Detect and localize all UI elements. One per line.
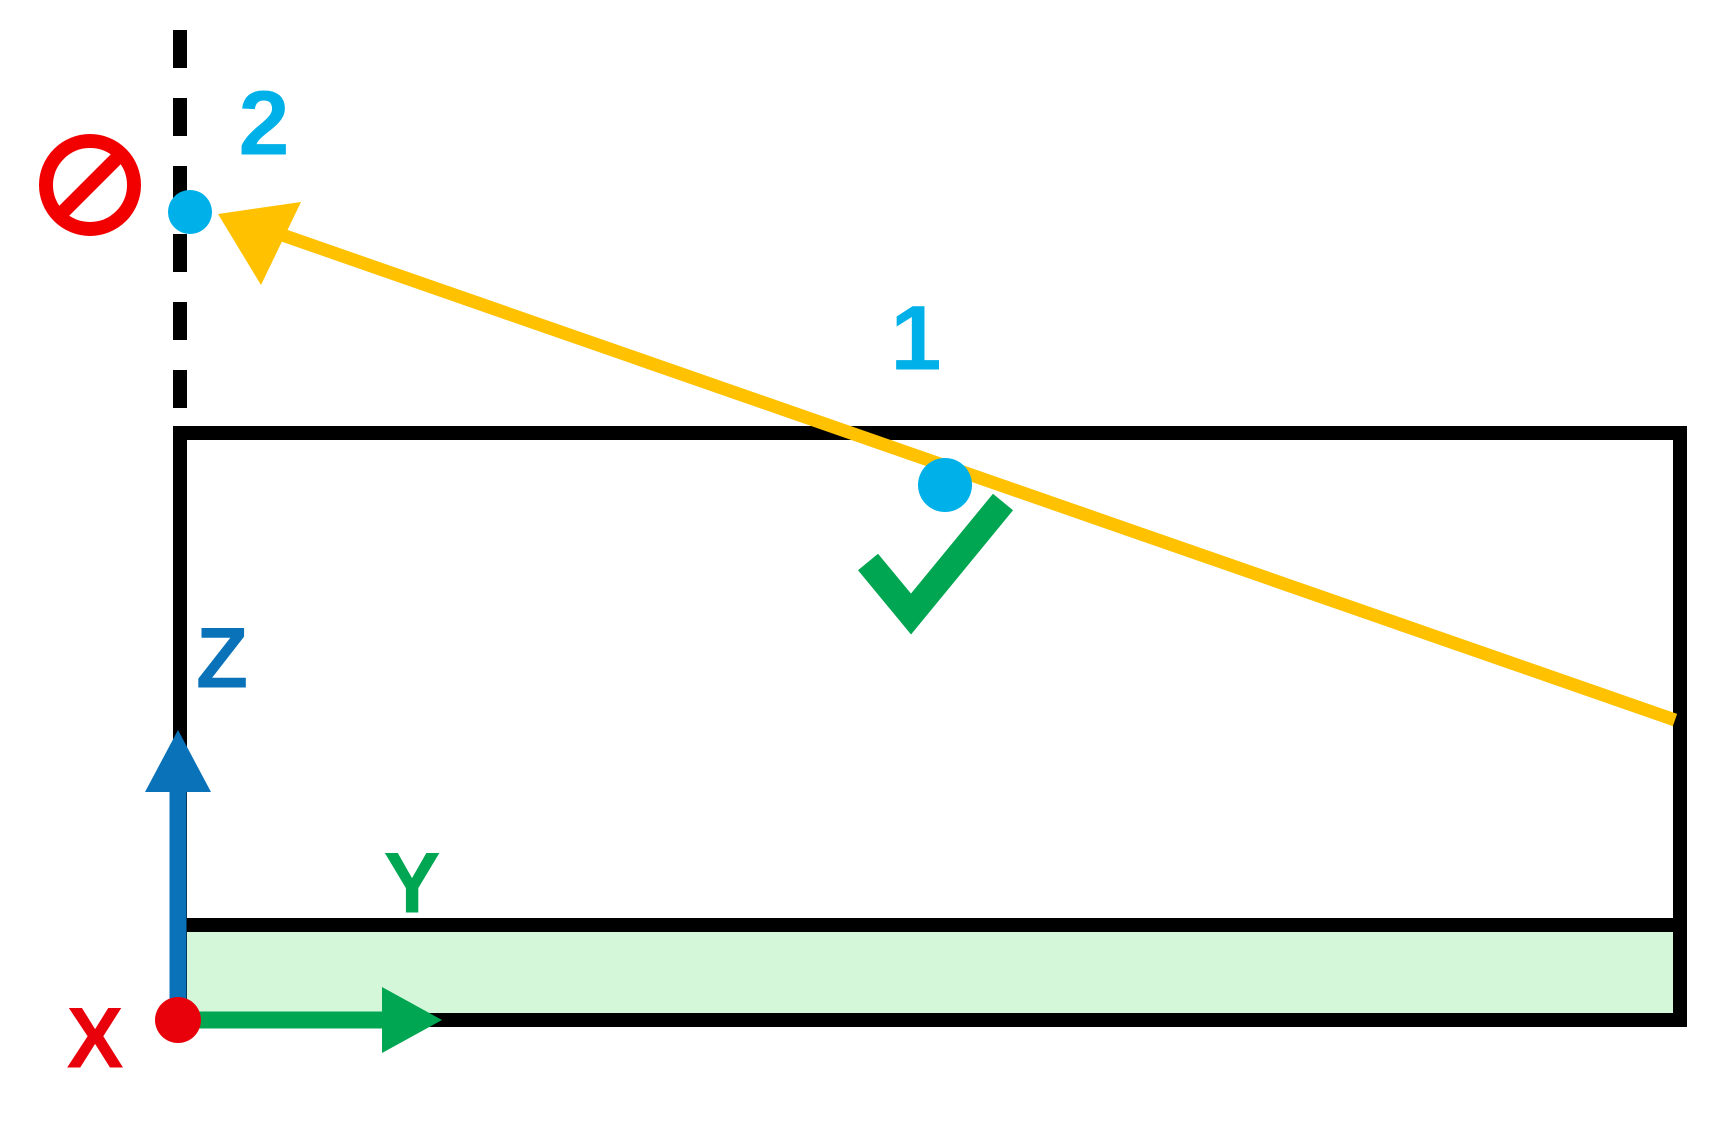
axis-z-arrowhead [145, 730, 211, 792]
point-2-dot[interactable] [168, 190, 212, 234]
highlighted-flange-band [180, 925, 1680, 1020]
axis-z-label: Z [196, 611, 249, 707]
axis-y [178, 987, 442, 1053]
point-1-dot[interactable] [918, 458, 972, 512]
forbidden-icon-ring [39, 134, 141, 236]
check-icon [857, 493, 1014, 635]
axis-z [145, 730, 211, 1020]
axis-y-label: Y [383, 836, 440, 932]
point-2-label: 2 [238, 72, 289, 174]
load-line-arrowhead [218, 202, 301, 285]
cross-section-outline [173, 426, 1687, 1027]
forbidden-icon [39, 134, 141, 236]
axis-y-arrowhead [382, 987, 442, 1053]
axis-x-label: X [66, 991, 123, 1087]
forbidden-icon-slash [54, 149, 126, 221]
origin-dot [155, 997, 201, 1043]
load-direction-line [218, 202, 1678, 727]
point-1-label: 1 [890, 287, 941, 389]
load-line-shaft [265, 223, 1678, 727]
